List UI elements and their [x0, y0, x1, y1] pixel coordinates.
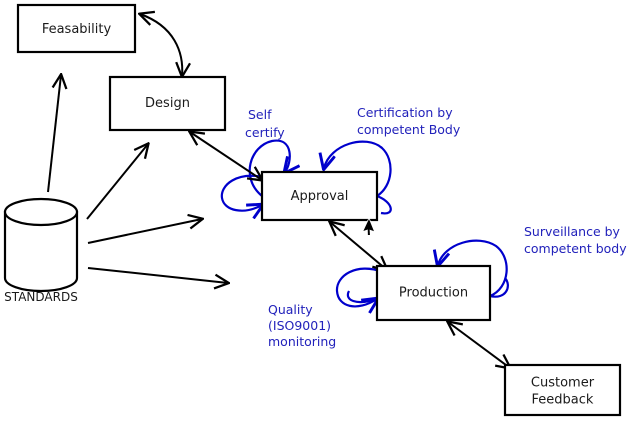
arrow-design-approval [190, 132, 262, 180]
annotation-certification-line-2: competent Body [357, 122, 461, 137]
node-approval-label: Approval [291, 189, 349, 204]
annotation-quality-line-1: Quality [268, 302, 313, 317]
node-feasability-label: Feasability [42, 22, 112, 37]
arrow-production-customer-feedback [448, 322, 510, 368]
arrow-standards-feasability [47, 75, 61, 193]
node-customer-feedback-label-line1: Customer [531, 376, 595, 391]
node-production-label: Production [399, 286, 468, 301]
annotation-self-certify: Self certify [245, 107, 285, 140]
annotation-certification-line-1: Certification by [357, 105, 453, 120]
arrow-standards-design [86, 144, 148, 220]
annotation-self-certify-line-2: certify [245, 125, 285, 140]
arrow-feasability-design [140, 14, 182, 76]
node-standards[interactable]: STANDARDS [3, 197, 79, 304]
annotation-certification-competent-body: Certification by competent Body [357, 105, 461, 137]
node-customer-feedback[interactable]: Customer Feedback [503, 363, 622, 417]
annotation-self-certify-line-1: Self [248, 107, 272, 122]
arrow-approval-production [330, 222, 387, 270]
mouse-pointer-icon [361, 217, 376, 236]
node-design[interactable]: Design [108, 75, 227, 132]
annotation-quality-monitoring: Quality (ISO9001) monitoring [268, 302, 336, 349]
annotation-surveillance-line-1: Surveillance by [524, 224, 621, 239]
annotation-surveillance-line-2: competent body [524, 241, 627, 256]
node-customer-feedback-label-line2: Feedback [532, 393, 594, 408]
node-design-label: Design [145, 96, 190, 111]
arrow-standards-approval [87, 219, 202, 244]
annotation-quality-line-2: (ISO9001) [268, 318, 331, 333]
node-feasability[interactable]: Feasability [16, 3, 137, 54]
loop-certification [324, 140, 392, 215]
node-approval[interactable]: Approval [260, 170, 379, 222]
arrow-standards-production [87, 267, 228, 283]
annotation-surveillance-competent-body: Surveillance by competent body [524, 224, 627, 256]
annotation-quality-line-3: monitoring [268, 334, 336, 349]
node-production[interactable]: Production [375, 264, 492, 322]
node-standards-label: STANDARDS [4, 290, 78, 304]
loop-surveillance [438, 239, 509, 298]
